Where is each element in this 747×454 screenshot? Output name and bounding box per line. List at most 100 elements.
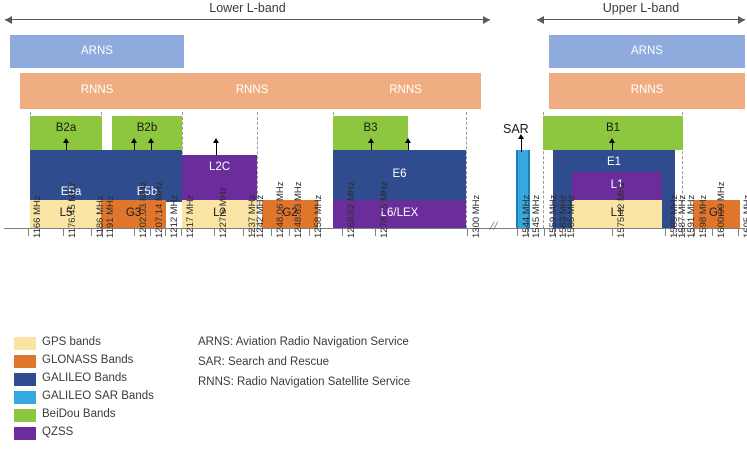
axis-tick-label: 1202.03 MHz xyxy=(138,181,149,238)
axis-tick-label: 1600.99 MHz xyxy=(716,181,727,238)
axis-tick xyxy=(28,229,29,236)
b3-pointer-arrow-right xyxy=(405,138,411,154)
signal-band-label: B2a xyxy=(55,122,77,134)
legend-label: GPS bands xyxy=(42,336,101,348)
axis-tick xyxy=(517,229,518,236)
axis-tick xyxy=(712,229,713,236)
axis-tick xyxy=(527,229,528,236)
axis-tick xyxy=(91,229,92,236)
axis-tick xyxy=(150,229,151,236)
signal-band-sar xyxy=(516,150,530,228)
axis-tick-label: 1242 MHz xyxy=(255,194,266,238)
axis-tick-label: 1191 MHz xyxy=(105,195,116,238)
service-band-rnns-lower-1: RNNS xyxy=(20,73,174,109)
axis-tick xyxy=(467,229,468,236)
sar-label: SAR xyxy=(503,122,529,136)
axis-tick xyxy=(134,229,135,236)
axis-tick xyxy=(309,229,310,236)
axis-tick-label: 1258 MHz xyxy=(313,194,324,238)
axis-tick xyxy=(101,229,102,236)
lower-l-band-label: Lower L-band xyxy=(209,1,286,15)
service-band-rnns-lower-2: RNNS xyxy=(174,73,330,109)
axis-tick-label: 1575.42 MHz xyxy=(616,181,627,238)
axis-tick xyxy=(375,229,376,236)
axis-break-symbol: // xyxy=(490,218,498,233)
legend-swatch xyxy=(14,373,36,386)
axis-tick xyxy=(562,229,563,236)
axis-tick xyxy=(271,229,272,236)
acronym-item: SAR: Search and Rescue xyxy=(198,356,330,368)
axis-tick xyxy=(165,229,166,236)
legend-swatch xyxy=(14,355,36,368)
axis-tick xyxy=(612,229,613,236)
signal-band-label: B1 xyxy=(605,122,621,134)
legend-label: QZSS xyxy=(42,426,74,438)
axis-tick-label: 1248.06 MHz xyxy=(275,181,286,238)
legend-label: GALILEO Bands xyxy=(42,372,128,384)
service-band-arns-upper: ARNS xyxy=(549,35,745,68)
axis-tick xyxy=(665,229,666,236)
axis-tick-label: 1268.52 MHz xyxy=(346,181,357,238)
service-band-label: ARNS xyxy=(631,44,663,57)
legend-label: BeiDou Bands xyxy=(42,408,116,420)
service-band-label: RNNS xyxy=(235,84,269,97)
signal-band-label: L2C xyxy=(208,161,231,173)
axis-tick-label: 1227.6 MHz xyxy=(218,186,229,238)
acronym-item: ARNS: Aviation Radio Navigation Service xyxy=(198,336,409,348)
axis-tick xyxy=(289,229,290,236)
b3-pointer-arrow-left xyxy=(368,138,374,154)
axis-tick-label: 1278.75 MHz xyxy=(379,181,390,238)
axis-tick xyxy=(214,229,215,236)
axis-tick xyxy=(673,229,674,236)
service-band-rnns-upper: RNNS xyxy=(549,73,745,109)
guide-line xyxy=(682,112,683,228)
signal-band-label: E6 xyxy=(392,168,407,181)
axis-tick-label: 1591 MHz xyxy=(686,194,697,238)
axis-tick-label: 1248.63 MHz xyxy=(293,181,304,238)
axis-tick xyxy=(554,229,555,236)
sar-pointer-arrow xyxy=(518,134,524,152)
b2b-pointer-arrow-right xyxy=(148,138,154,154)
upper-l-band-arrow xyxy=(537,15,745,24)
legend-swatch xyxy=(14,337,36,350)
axis-tick xyxy=(63,229,64,236)
axis-tick xyxy=(251,229,252,236)
axis-tick xyxy=(342,229,343,236)
signal-band-label: E1 xyxy=(606,156,622,168)
guide-line xyxy=(257,112,258,228)
legend-swatch xyxy=(14,409,36,422)
guide-line xyxy=(543,112,544,228)
frequency-axis-line xyxy=(4,228,744,229)
axis-tick-label: 1565 MHz xyxy=(566,194,577,238)
signal-band-g2: G2 xyxy=(262,200,318,228)
axis-tick-label: 1166 MHz xyxy=(32,195,43,238)
axis-tick xyxy=(738,229,739,236)
axis-tick xyxy=(694,229,695,236)
signal-band-label: B2b xyxy=(136,122,158,134)
axis-tick xyxy=(243,229,244,236)
signal-band-b1: B1 xyxy=(543,116,683,150)
service-band-arns-lower: ARNS xyxy=(10,35,184,68)
legend-swatch xyxy=(14,427,36,440)
axis-tick-label: 1176.45 MHz xyxy=(67,182,78,238)
axis-tick-label: 1605 MHz xyxy=(742,194,747,238)
axis-tick xyxy=(181,229,182,236)
axis-tick xyxy=(682,229,683,236)
legend-label: GALILEO SAR Bands xyxy=(42,390,154,402)
axis-tick-label: 1207.14 MHz xyxy=(154,181,165,238)
l2c-pointer-arrow xyxy=(213,138,219,155)
b2b-pointer-arrow-left xyxy=(131,138,137,154)
service-band-label: RNNS xyxy=(80,84,114,97)
service-band-label: RNNS xyxy=(389,84,422,97)
axis-tick-label: 1300 MHz xyxy=(471,194,482,238)
guide-line xyxy=(466,112,467,228)
axis-tick-label: 1217 MHz xyxy=(185,194,196,238)
legend-swatch xyxy=(14,391,36,404)
signal-band-b2b: B2b xyxy=(112,116,182,150)
axis-tick xyxy=(544,229,545,236)
signal-band-label: B3 xyxy=(363,122,378,134)
axis-tick-label: 1598 MHz xyxy=(698,194,709,238)
legend-label: GLONASS Bands xyxy=(42,354,134,366)
acronym-item: RNNS: Radio Navigation Satellite Service xyxy=(198,376,411,388)
axis-tick-label: 1545 MHz xyxy=(531,194,542,238)
